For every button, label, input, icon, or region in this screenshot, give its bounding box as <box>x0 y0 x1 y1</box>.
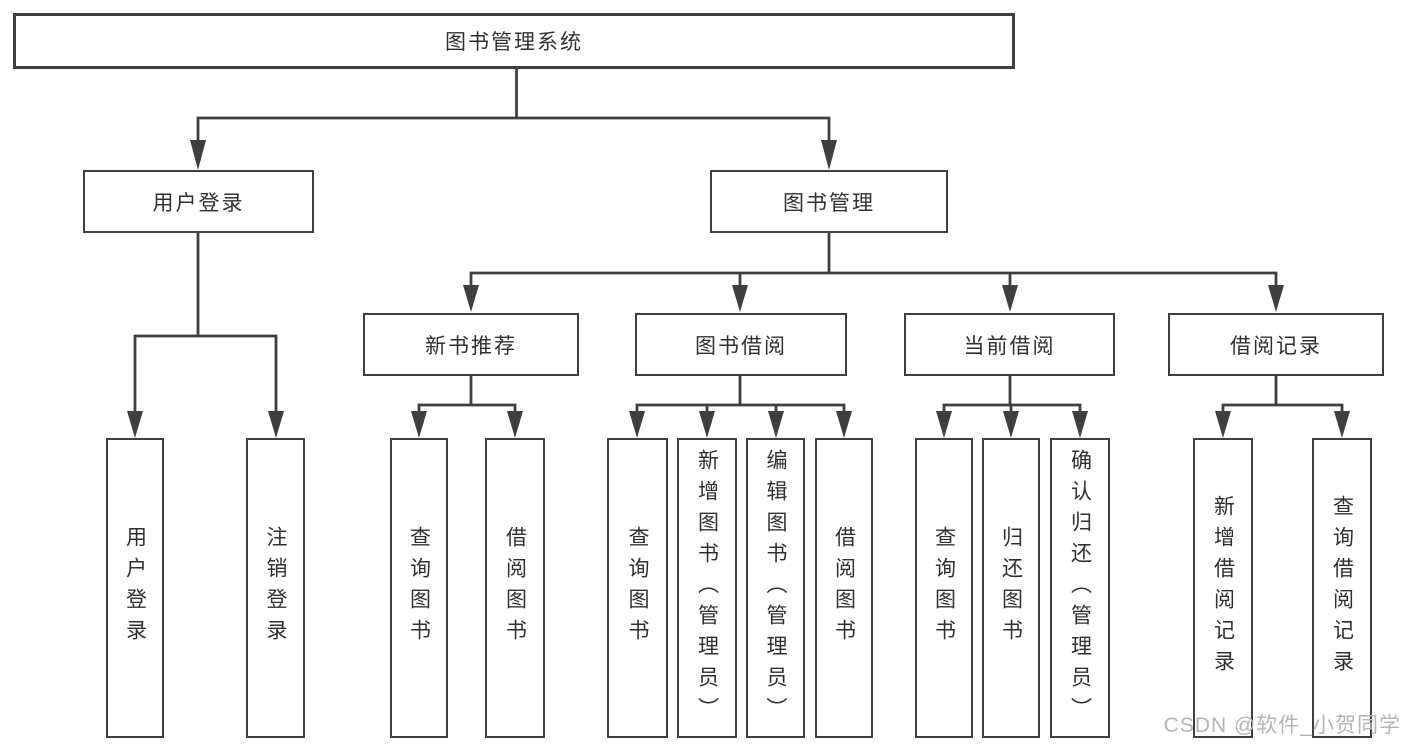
connector-line <box>469 231 1278 287</box>
arrowhead-down <box>268 411 284 438</box>
connector-book-management-children <box>463 231 1284 312</box>
connector-root-to-level2 <box>190 67 837 170</box>
node-book-management-label: 图书管理 <box>783 191 875 215</box>
leaf-add-borrow-record-label: 新增借阅记录 <box>1211 495 1235 681</box>
arrowhead-down <box>936 411 952 438</box>
arrowhead-down <box>699 411 715 438</box>
node-new-book-recommend-label: 新书推荐 <box>425 334 517 358</box>
connector-line <box>635 374 846 413</box>
arrowhead-down <box>768 411 784 438</box>
node-user-login-label: 用户登录 <box>152 191 245 215</box>
node-current-borrow: 当前借阅 <box>904 313 1115 376</box>
leaf-return-book-label: 归还图书 <box>999 526 1023 650</box>
leaf-borrow-books-label: 借阅图书 <box>832 526 856 650</box>
node-root: 图书管理系统 <box>13 13 1015 69</box>
leaf-user-login-label: 用户登录 <box>123 526 147 650</box>
node-borrow-records: 借阅记录 <box>1168 313 1384 376</box>
arrowhead-down <box>821 140 837 170</box>
arrowhead-down <box>629 411 645 438</box>
leaf-logout-label: 注销登录 <box>264 526 287 650</box>
node-borrow-records-label: 借阅记录 <box>1230 334 1322 358</box>
leaf-borrow-books: 借阅图书 <box>815 438 873 738</box>
arrowhead-down <box>732 285 748 312</box>
watermark-text: CSDN @软件_小贺同学 <box>1163 714 1401 737</box>
leaf-confirm-return-admin: 确认归还（管理员） <box>1050 438 1110 738</box>
arrowhead-down <box>190 140 206 170</box>
leaf-query-books-current: 查询图书 <box>915 438 973 738</box>
connector-new-book-children <box>411 374 523 438</box>
arrowhead-down <box>1334 411 1350 438</box>
arrowhead-down <box>836 411 852 438</box>
leaf-confirm-return-admin-label: 确认归还（管理员） <box>1068 448 1092 728</box>
leaf-query-books-borrow-label: 查询图书 <box>626 526 649 650</box>
leaf-user-login: 用户登录 <box>106 438 164 738</box>
leaf-edit-book-admin: 编辑图书（管理员） <box>746 438 805 738</box>
node-current-borrow-label: 当前借阅 <box>963 334 1056 358</box>
leaf-query-borrow-record: 查询借阅记录 <box>1312 438 1372 738</box>
leaf-query-books-current-label: 查询图书 <box>932 526 956 650</box>
node-book-borrow: 图书借阅 <box>635 313 847 376</box>
connector-line <box>417 374 517 413</box>
connector-book-borrow-children <box>629 374 852 438</box>
arrowhead-down <box>411 411 427 438</box>
arrowhead-down <box>463 285 479 312</box>
leaf-add-book-admin: 新增图书（管理员） <box>677 438 737 738</box>
connector-line <box>196 67 831 142</box>
arrowhead-down <box>1268 285 1284 312</box>
arrowhead-down <box>1215 411 1231 438</box>
connector-line <box>942 374 1082 413</box>
arrowhead-down <box>1072 411 1088 438</box>
connector-user-login-children <box>127 231 284 438</box>
node-book-borrow-label: 图书借阅 <box>695 334 787 358</box>
leaf-query-books-recommend-label: 查询图书 <box>407 526 431 650</box>
node-user-login: 用户登录 <box>83 170 314 233</box>
leaf-query-books-borrow: 查询图书 <box>607 438 668 738</box>
connector-line <box>1221 374 1344 413</box>
leaf-add-book-admin-label: 新增图书（管理员） <box>695 448 719 728</box>
connector-line <box>133 231 278 413</box>
node-book-management: 图书管理 <box>710 170 948 233</box>
leaf-edit-book-admin-label: 编辑图书（管理员） <box>764 448 787 728</box>
leaf-logout: 注销登录 <box>246 438 305 738</box>
leaf-borrow-books-recommend: 借阅图书 <box>485 438 545 738</box>
leaf-query-borrow-record-label: 查询借阅记录 <box>1330 495 1354 681</box>
arrowhead-down <box>1002 285 1018 312</box>
arrowhead-down <box>127 411 143 438</box>
leaf-add-borrow-record: 新增借阅记录 <box>1193 438 1253 738</box>
node-new-book-recommend: 新书推荐 <box>363 313 579 376</box>
leaf-borrow-books-recommend-label: 借阅图书 <box>503 526 527 650</box>
connector-borrow-records-children <box>1215 374 1350 438</box>
arrowhead-down <box>1003 411 1019 438</box>
leaf-query-books-recommend: 查询图书 <box>390 438 448 738</box>
connector-current-borrow-children <box>936 374 1088 438</box>
leaf-return-book: 归还图书 <box>982 438 1040 738</box>
node-root-label: 图书管理系统 <box>445 31 583 54</box>
arrowhead-down <box>507 411 523 438</box>
